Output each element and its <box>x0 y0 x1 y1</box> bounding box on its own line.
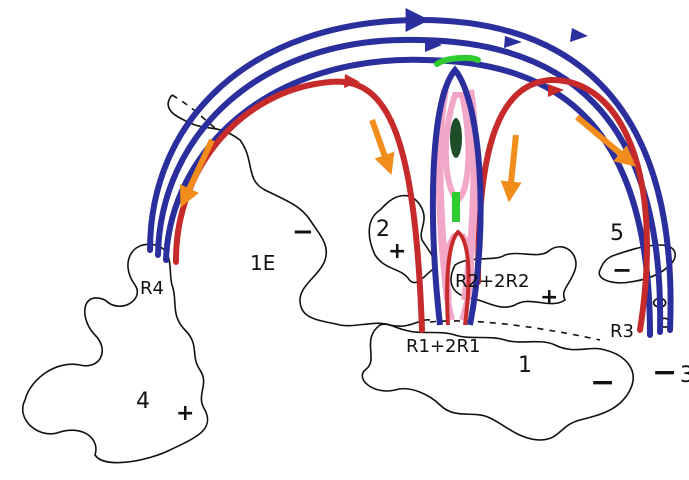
sign-region-r2: + <box>540 285 558 310</box>
blue-arrowheads <box>425 28 588 52</box>
region-5-outline <box>598 244 676 284</box>
label-region-2: 2 <box>376 217 390 242</box>
red-loop-right <box>475 76 650 333</box>
sign-region-1e: − <box>292 217 314 247</box>
blue-loop-inner <box>163 56 653 338</box>
red-arrowhead-left <box>344 74 360 88</box>
blue-arrowhead-1 <box>570 28 588 42</box>
red-arrowheads <box>344 74 564 97</box>
green-bar-top <box>434 54 481 67</box>
orange-arrow-1 <box>179 138 215 208</box>
blue-central-loop <box>429 65 484 326</box>
orange-arrows <box>179 114 637 208</box>
label-region-5: 5 <box>610 221 624 246</box>
green-bar-vertical <box>452 192 460 222</box>
blue-arrowhead-3 <box>425 38 442 52</box>
dashed-line-right <box>429 320 601 341</box>
sign-region-5: − <box>612 256 632 284</box>
red-loops <box>172 76 650 333</box>
red-arrowhead-right <box>548 84 564 97</box>
label-region-1e: 1E <box>250 251 275 275</box>
label-r3: R3 <box>610 321 634 342</box>
sign-region-1: − <box>590 365 615 400</box>
central-flux-rope <box>429 54 484 326</box>
label-region-1: 1 <box>518 353 532 378</box>
dark-green-core <box>450 118 462 158</box>
sign-region-2: + <box>388 239 406 264</box>
blue-loop-outer <box>147 8 674 333</box>
region-1e-outline <box>167 94 431 327</box>
sign-region-3: − <box>652 355 677 390</box>
label-region-4: 4 <box>136 389 150 414</box>
orange-arrow-2 <box>369 118 395 175</box>
text-labels: R4 R1+2R1 R2+2R2 R3 1E 1 2 3 4 5 − + + −… <box>136 217 689 426</box>
region-4-outline <box>22 243 209 464</box>
red-central-loop <box>445 229 471 326</box>
blue-arrowhead-2 <box>504 36 522 48</box>
sign-region-4: + <box>176 401 194 426</box>
label-r4: R4 <box>140 278 164 299</box>
orange-arrow-4 <box>575 114 637 167</box>
region-outlines <box>22 94 676 464</box>
label-r2: R2+2R2 <box>455 271 529 292</box>
region-1-outline <box>361 323 634 441</box>
label-region-3: 3 <box>680 363 689 388</box>
label-r1: R1+2R1 <box>406 336 480 357</box>
orange-arrow-3 <box>500 134 522 203</box>
